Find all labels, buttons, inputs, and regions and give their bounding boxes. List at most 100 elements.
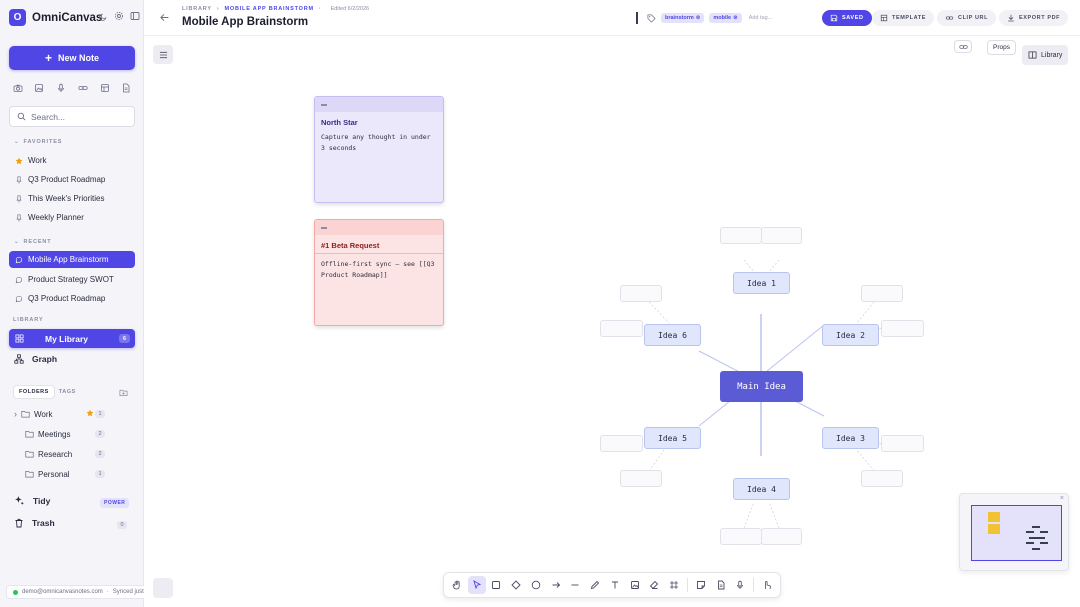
folder-meetings[interactable]: Meetings [25, 426, 70, 442]
mindmap-node-idea-1[interactable]: Idea 1 [733, 272, 790, 294]
canvas-link-button[interactable] [954, 40, 972, 53]
canvas-menu-button[interactable] [153, 45, 173, 64]
my-library-button[interactable]: My Library 6 [9, 329, 135, 348]
mindmap-main-node[interactable]: Main Idea [720, 371, 803, 402]
search-input[interactable] [31, 111, 126, 122]
image-icon[interactable] [31, 80, 48, 96]
mindmap-node-idea-6[interactable]: Idea 6 [644, 324, 701, 346]
new-note-button[interactable]: + New Note [9, 46, 135, 70]
mindmap-placeholder[interactable] [861, 285, 903, 302]
app-name: OmniCanvas [32, 11, 103, 24]
tab-tags[interactable]: TAGS [58, 389, 76, 395]
back-arrow-icon[interactable] [159, 12, 170, 23]
document-icon[interactable] [712, 576, 730, 594]
mic-icon[interactable] [53, 80, 70, 96]
add-tag-input[interactable]: Add tag... [748, 15, 773, 21]
frame-icon[interactable] [665, 576, 683, 594]
arrow-icon[interactable] [547, 576, 565, 594]
canvas-corner-button[interactable] [153, 578, 173, 598]
folder-work[interactable]: › Work [14, 409, 53, 419]
tag-chip-brainstorm[interactable]: brainstorm⊗ [661, 13, 705, 23]
mindmap-placeholder[interactable] [600, 435, 643, 452]
chevron-right-icon[interactable]: › [14, 409, 17, 419]
template-button[interactable]: TEMPLATE [872, 10, 935, 26]
export-pdf-button[interactable]: EXPORT PDF [999, 10, 1069, 26]
link-icon[interactable] [74, 80, 91, 96]
mindmap-node-idea-2[interactable]: Idea 2 [822, 324, 879, 346]
recent-item-q3-roadmap[interactable]: Q3 Product Roadmap [9, 290, 135, 307]
template-icon[interactable] [96, 80, 113, 96]
minimap[interactable]: × [959, 493, 1069, 571]
select-icon[interactable] [467, 576, 486, 594]
mindmap-placeholder[interactable] [720, 528, 762, 545]
add-folder-icon[interactable] [119, 388, 128, 397]
search-box[interactable] [9, 106, 135, 127]
line-icon[interactable] [567, 576, 585, 594]
trash-button[interactable]: Trash [14, 518, 55, 528]
sticky-note-beta-request[interactable]: #1 Beta Request Offline-first sync — see… [314, 219, 444, 326]
diamond-icon[interactable] [507, 576, 525, 594]
pencil-icon[interactable] [586, 576, 604, 594]
recent-section-label[interactable]: ⌄ RECENT [14, 239, 52, 245]
mindmap-placeholder[interactable] [881, 435, 924, 452]
pointer-icon[interactable] [758, 576, 776, 594]
document-icon[interactable] [118, 80, 135, 96]
hand-icon[interactable] [448, 576, 466, 594]
favorite-item-work[interactable]: Work [9, 152, 135, 169]
saved-button[interactable]: SAVED [822, 10, 872, 26]
eraser-icon[interactable] [646, 576, 664, 594]
gear-icon[interactable] [114, 11, 124, 21]
ellipse-icon[interactable] [527, 576, 545, 594]
sidebar-toggle-icon[interactable] [130, 11, 140, 21]
moon-icon[interactable] [99, 11, 108, 21]
camera-icon[interactable] [9, 80, 26, 96]
tidy-button[interactable]: Tidy [14, 495, 50, 506]
props-button[interactable]: Props [987, 40, 1016, 55]
mindmap-placeholder[interactable] [600, 320, 643, 337]
favorites-section-label[interactable]: ⌄ FAVORITES [14, 139, 63, 145]
clip-url-button[interactable]: CLIP URL [937, 10, 997, 26]
drag-handle[interactable] [315, 220, 443, 235]
tag-icon [647, 14, 656, 23]
note-icon[interactable] [692, 576, 710, 594]
mindmap-placeholder[interactable] [620, 285, 662, 302]
favorite-item-weekly-planner[interactable]: Weekly Planner [9, 209, 135, 226]
graph-button[interactable]: Graph [14, 354, 57, 364]
mindmap-node-idea-3[interactable]: Idea 3 [822, 427, 879, 449]
mindmap-placeholder[interactable] [881, 320, 924, 337]
recent-item-mobile-app-brainstorm[interactable]: Mobile App Brainstorm [9, 251, 135, 268]
recent-item-product-strategy-swot[interactable]: Product Strategy SWOT [9, 271, 135, 288]
library-panel-button[interactable]: Library [1022, 45, 1069, 65]
mindmap-placeholder[interactable] [761, 528, 802, 545]
minimap-sticky [988, 512, 1000, 522]
minimap-viewport[interactable] [971, 505, 1062, 561]
sticky-note-north-star[interactable]: North Star Capture any thought in under … [314, 96, 444, 203]
account-email: demo@omnicanvasnotes.com [22, 589, 103, 595]
mindmap-node-idea-4[interactable]: Idea 4 [733, 478, 790, 500]
mindmap-placeholder[interactable] [720, 227, 762, 244]
text-icon[interactable] [606, 576, 624, 594]
mindmap-placeholder[interactable] [761, 227, 802, 244]
page-title[interactable]: Mobile App Brainstorm [182, 16, 309, 28]
favorite-item-q3-roadmap[interactable]: Q3 Product Roadmap [9, 171, 135, 188]
favorite-item-this-weeks-priorities[interactable]: This Week's Priorities [9, 190, 135, 207]
mindmap-node-idea-5[interactable]: Idea 5 [644, 427, 701, 449]
tag-chip-mobile[interactable]: mobile⊗ [709, 13, 742, 23]
close-icon[interactable]: × [1059, 495, 1064, 502]
whiteboard-canvas[interactable]: Props Library North Star Capture any tho… [144, 36, 1080, 607]
mic-icon[interactable] [731, 576, 749, 594]
drag-handle[interactable] [315, 97, 443, 112]
breadcrumb-library[interactable]: LIBRARY [182, 6, 212, 12]
mindmap-placeholder[interactable] [861, 470, 903, 487]
folder-personal[interactable]: Personal [25, 466, 70, 482]
remove-tag-icon[interactable]: ⊗ [695, 15, 701, 21]
image-icon[interactable] [626, 576, 644, 594]
tab-folders[interactable]: FOLDERS [14, 386, 54, 398]
mindmap-placeholder[interactable] [620, 470, 662, 487]
note-icon [15, 276, 23, 284]
new-note-label: New Note [58, 53, 100, 63]
folder-count: 1 [95, 470, 105, 478]
remove-tag-icon[interactable]: ⊗ [733, 15, 738, 21]
folder-research[interactable]: Research [25, 446, 72, 462]
rectangle-icon[interactable] [488, 576, 506, 594]
